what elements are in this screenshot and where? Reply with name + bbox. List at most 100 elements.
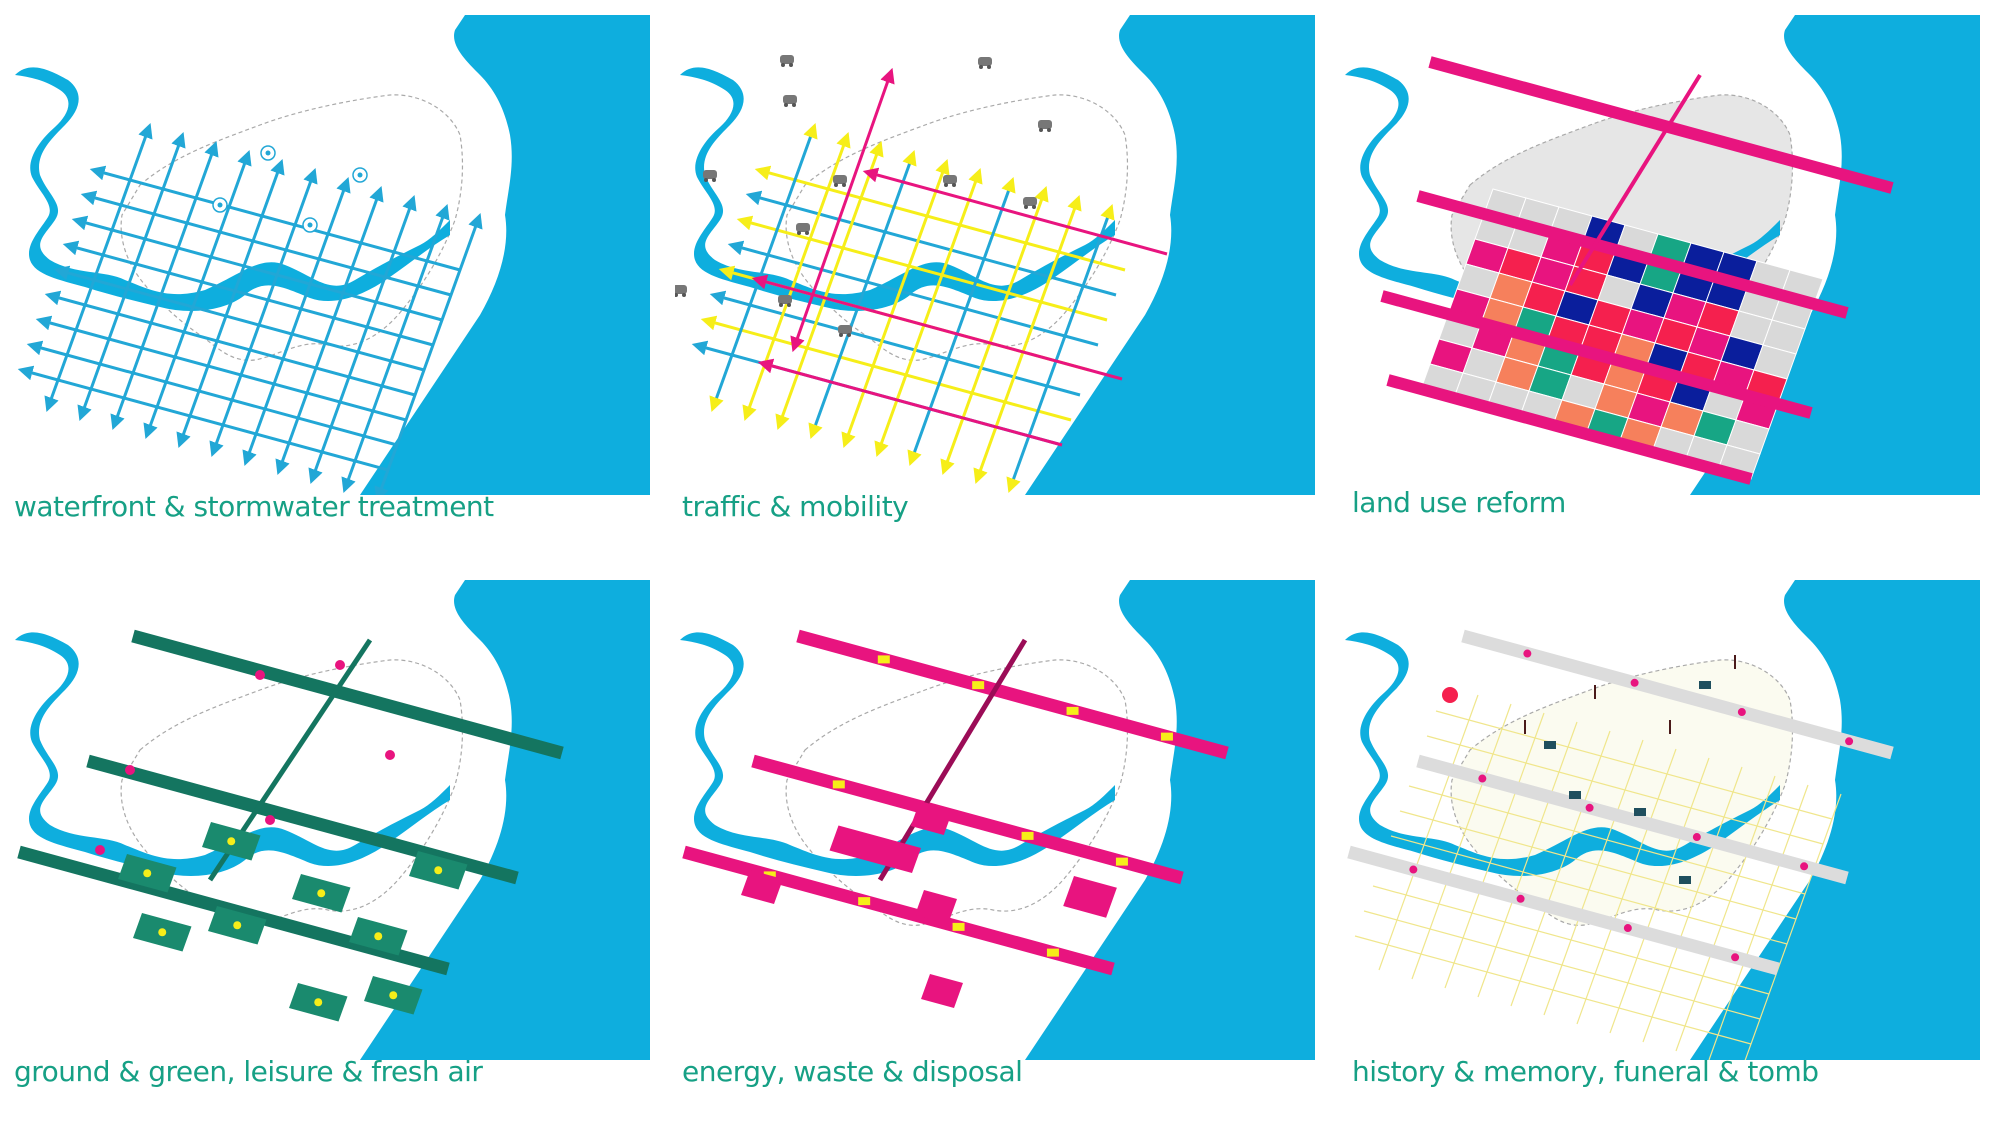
car-icon <box>675 285 687 297</box>
energy-map <box>680 580 1315 1060</box>
sea <box>360 580 650 1060</box>
tomb-icon <box>1544 741 1556 749</box>
train-icon <box>778 295 792 307</box>
land-use-corridor <box>1428 56 1894 194</box>
energy-corridor <box>751 754 1184 885</box>
solar-panel-icon <box>972 681 985 690</box>
bicycle-icon <box>796 223 810 235</box>
energy-corridor <box>796 629 1229 760</box>
bicycle-icon <box>833 175 847 187</box>
traffic-map <box>675 15 1315 495</box>
street-line <box>1744 793 1842 1060</box>
memorial-pin-icon <box>1737 708 1746 717</box>
memorial-pin-icon <box>1516 894 1525 903</box>
city-boundary <box>120 659 464 926</box>
street-line <box>1642 766 1743 1043</box>
solar-panel-icon <box>858 897 871 906</box>
car-icon <box>1038 120 1052 132</box>
bicycle-icon <box>943 175 957 187</box>
city-boundary <box>120 94 464 361</box>
memory-corridor <box>1461 629 1894 760</box>
memorial-pin-icon <box>1731 953 1740 962</box>
caption-history: history & memory, funeral & tomb <box>1352 1055 1819 1088</box>
street-line <box>1411 703 1512 980</box>
panel-green <box>10 580 650 1060</box>
water-drop-icon <box>302 217 318 233</box>
memorial-pin-icon <box>1409 865 1418 874</box>
traffic-main-road <box>757 358 1063 447</box>
car-icon <box>838 325 852 337</box>
panel-landuse <box>1340 15 1980 495</box>
tree-icon <box>317 889 326 898</box>
street-line <box>1477 721 1578 998</box>
panel-energy <box>675 580 1315 1060</box>
rain-cloud-icon <box>260 145 276 161</box>
leisure-person-icon <box>95 845 105 855</box>
memorial-pin-icon <box>1845 737 1854 746</box>
street-line <box>1708 784 1809 1060</box>
tree-icon <box>434 866 443 875</box>
waste-disposal-site <box>829 825 921 873</box>
traffic-main-road <box>862 167 1168 256</box>
street-line <box>1609 757 1710 1034</box>
land-use-corridor <box>1416 190 1849 319</box>
waste-disposal-site <box>741 870 783 904</box>
street-line <box>1378 694 1479 971</box>
tree-icon <box>314 998 323 1007</box>
lotus-icon <box>1442 687 1458 703</box>
land-use-corridor <box>1386 374 1753 485</box>
train-icon <box>780 55 794 67</box>
street-line <box>1543 739 1644 1016</box>
traffic-road <box>1006 203 1115 494</box>
caption-energy: energy, waste & disposal <box>682 1055 1023 1088</box>
waterfront-map <box>15 15 650 495</box>
street-line <box>1510 730 1611 1007</box>
train-icon <box>1023 197 1037 209</box>
leisure-person-icon <box>385 750 395 760</box>
tree-icon <box>389 991 398 1000</box>
green-map <box>15 580 650 1060</box>
solar-panel-icon <box>1066 706 1079 715</box>
memorial-pin-icon <box>1800 862 1809 871</box>
water-drop-icon <box>212 197 228 213</box>
solar-panel-icon <box>1160 732 1173 741</box>
street-line <box>1444 712 1545 989</box>
memorial-pin-icon <box>1623 924 1632 933</box>
panel-waterfront <box>10 15 650 495</box>
leisure-person-icon <box>335 660 345 670</box>
memorial-pin-icon <box>1478 774 1487 783</box>
tomb-icon <box>1634 808 1646 816</box>
sea <box>1025 15 1315 495</box>
tree-icon <box>227 837 236 846</box>
tree-icon <box>143 869 152 878</box>
traffic-main-road <box>790 67 895 353</box>
caption-traffic: traffic & mobility <box>682 490 909 523</box>
land-use-corridor <box>1568 73 1702 287</box>
sea <box>1690 580 1980 1060</box>
energy-corridor <box>877 638 1028 882</box>
green-corridor <box>131 629 564 760</box>
city-boundary <box>1450 659 1794 926</box>
waterfront-grid-line <box>374 212 483 495</box>
tomb-icon <box>1569 791 1581 799</box>
boat-icon <box>703 170 717 182</box>
history-map <box>1345 580 1980 1060</box>
solar-panel-icon <box>832 780 845 789</box>
waste-disposal-site <box>910 801 953 835</box>
panel-traffic <box>675 15 1315 495</box>
memorial-pin-icon <box>1692 833 1701 842</box>
waste-disposal-site <box>915 890 957 924</box>
memorial-pin-icon <box>1585 803 1594 812</box>
land-use-corridor <box>1380 290 1813 419</box>
street-line <box>1675 775 1776 1052</box>
tomb-icon <box>1679 876 1691 884</box>
tree-icon <box>374 932 383 941</box>
memory-corridor <box>1347 845 1780 976</box>
tree-icon <box>233 921 242 930</box>
leisure-person-icon <box>265 815 275 825</box>
caption-green: ground & green, leisure & fresh air <box>14 1055 483 1088</box>
memorial-pin-icon <box>1630 678 1639 687</box>
solar-panel-icon <box>952 922 965 931</box>
waste-disposal-site <box>921 974 963 1008</box>
waste-disposal-site <box>1063 876 1117 918</box>
